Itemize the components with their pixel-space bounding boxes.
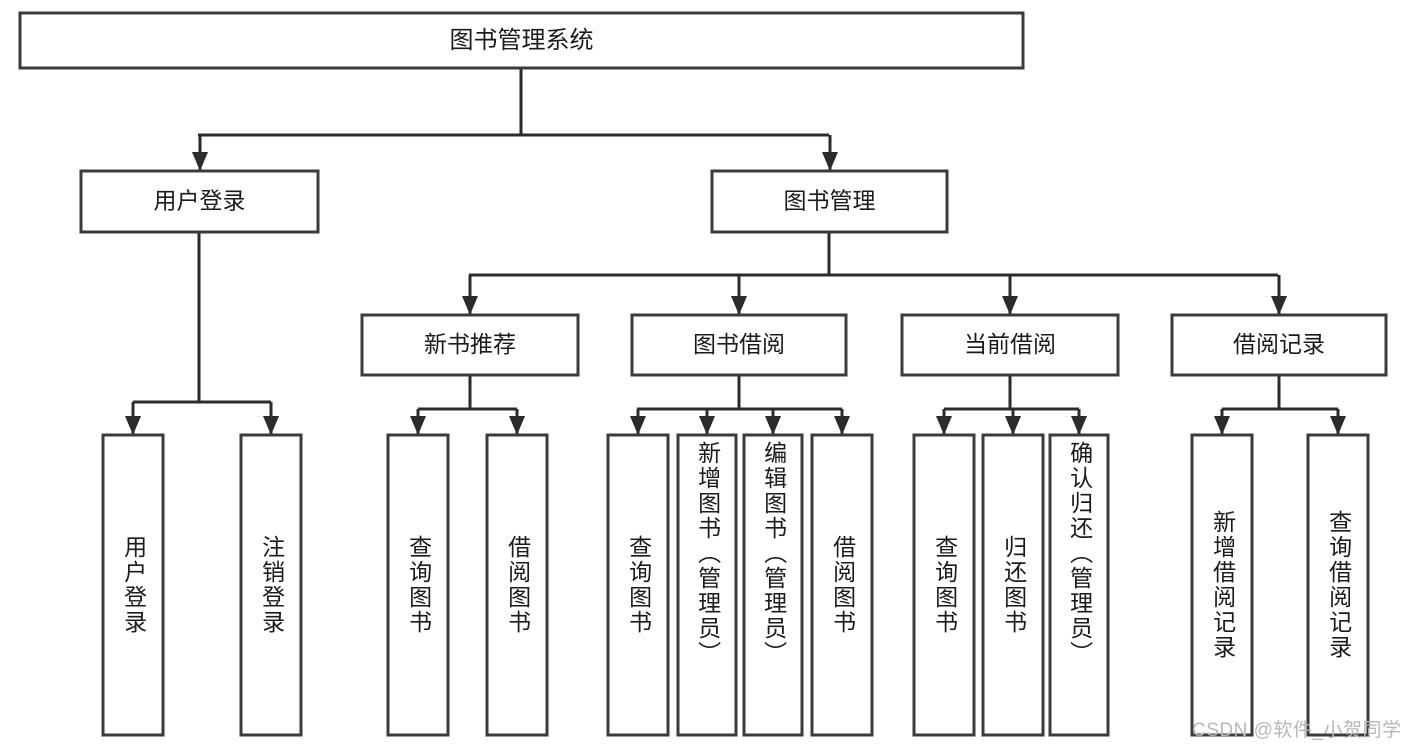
node-box-leaf-borrow-book[interactable] xyxy=(810,433,874,737)
node-label-book-manage: 图书管理 xyxy=(784,188,876,214)
arrow-head-icon-book-manage xyxy=(822,152,838,171)
node-box-leaf-confirm-return-admin[interactable] xyxy=(1048,433,1110,737)
csdn-watermark: CSDN @软件_小贺同学 xyxy=(1192,720,1402,741)
node-box-leaf-query-book-current[interactable] xyxy=(912,433,976,737)
node-box-leaf-add-book-admin[interactable] xyxy=(676,433,738,737)
arrow-head-icon-leaf-edit-book-admin xyxy=(765,416,781,435)
node-box-leaf-logout-login[interactable] xyxy=(239,433,303,737)
node-box-borrow-record[interactable] xyxy=(1170,313,1388,377)
arrow-head-icon-leaf-confirm-return-admin xyxy=(1071,416,1087,435)
node-label-new-book-recommend: 新书推荐 xyxy=(424,331,516,357)
arrow-head-icon-borrow-record xyxy=(1271,296,1287,315)
node-box-book-borrow[interactable] xyxy=(630,313,848,377)
node-box-new-book-recommend[interactable] xyxy=(360,313,580,377)
node-box-leaf-query-book-borrow[interactable] xyxy=(606,433,670,737)
arrow-head-icon-leaf-user-login xyxy=(125,416,141,435)
arrow-head-icon-leaf-query-book-borrow xyxy=(630,416,646,435)
node-box-leaf-return-book[interactable] xyxy=(981,433,1045,737)
node-box-user-login[interactable] xyxy=(79,169,320,234)
arrow-head-icon-leaf-return-book xyxy=(1005,416,1021,435)
arrow-head-icon-leaf-add-borrow-record xyxy=(1214,416,1230,435)
node-label-user-login: 用户登录 xyxy=(154,188,246,214)
arrow-head-icon-current-borrow xyxy=(1002,296,1018,315)
node-box-leaf-query-book-recommend[interactable] xyxy=(386,433,450,737)
node-label-borrow-record: 借阅记录 xyxy=(1233,331,1325,357)
arrow-head-icon-leaf-borrow-book-recommend xyxy=(509,416,525,435)
node-box-leaf-add-borrow-record[interactable] xyxy=(1190,433,1254,737)
node-box-current-borrow[interactable] xyxy=(900,313,1120,377)
node-label-root: 图书管理系统 xyxy=(450,27,594,54)
node-box-leaf-query-borrow-record[interactable] xyxy=(1306,433,1370,737)
arrow-head-icon-new-book-recommend xyxy=(462,296,478,315)
arrow-head-icon-leaf-query-book-recommend xyxy=(410,416,426,435)
node-box-book-manage[interactable] xyxy=(710,169,949,234)
arrow-head-icon-leaf-add-book-admin xyxy=(699,416,715,435)
arrow-head-icon-user-login xyxy=(192,152,208,171)
node-box-layer xyxy=(18,11,1388,737)
node-label-book-borrow: 图书借阅 xyxy=(693,331,785,357)
arrow-head-icon-leaf-logout-login xyxy=(263,416,279,435)
arrow-head-icon-leaf-borrow-book xyxy=(834,416,850,435)
node-box-leaf-borrow-book-recommend[interactable] xyxy=(485,433,549,737)
node-label-current-borrow: 当前借阅 xyxy=(964,331,1056,357)
node-box-root[interactable] xyxy=(18,11,1025,70)
node-box-leaf-user-login[interactable] xyxy=(101,433,165,737)
arrow-head-icon-book-borrow xyxy=(731,296,747,315)
arrow-head-icon-leaf-query-borrow-record xyxy=(1330,416,1346,435)
node-box-leaf-edit-book-admin[interactable] xyxy=(742,433,804,737)
connector-layer xyxy=(125,68,1346,435)
arrow-head-icon-leaf-query-book-current xyxy=(936,416,952,435)
